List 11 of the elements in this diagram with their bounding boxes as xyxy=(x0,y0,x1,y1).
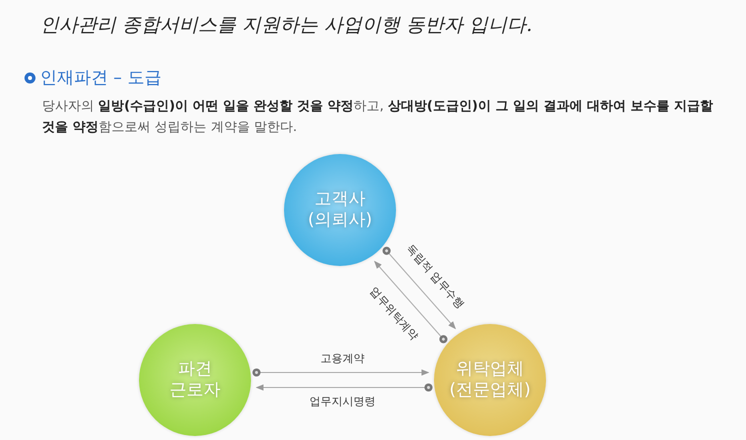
section-heading: 인재파견 – 도급 xyxy=(40,67,162,89)
party-circle: 위탁업체 (전문업체) xyxy=(434,324,546,436)
arrow xyxy=(382,246,456,330)
edge-label: 고용계약 xyxy=(318,352,366,365)
description-paragraph: 당사자의 일방(수급인)이 어떤 일을 완성할 것을 약정하고, 상대방(도급인)이 그 일의 결과에 대하여 보수를 지급할 것을 약정함으로써 성립하는 계약을 말한다. xyxy=(42,98,714,137)
party-circle: 고객사 (의뢰사) xyxy=(284,154,396,266)
slogan-title: 인사관리 종합서비스를 지원하는 사업이행 동반자 입니다. xyxy=(40,13,532,38)
party-circle: 파견 근로자 xyxy=(139,324,251,436)
arrow xyxy=(374,260,448,344)
arrow xyxy=(256,383,433,392)
arrow xyxy=(252,368,430,377)
